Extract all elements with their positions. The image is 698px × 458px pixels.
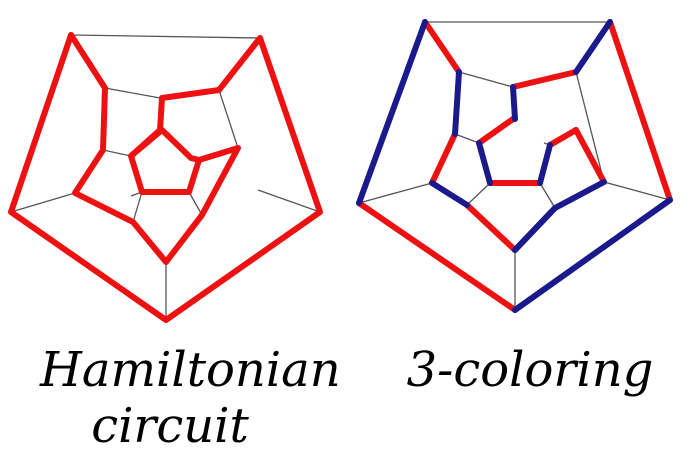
blue-edge [452,69,462,137]
graph-edge [257,189,321,213]
graph-edge [458,71,514,88]
hamiltonian-caption: Hamiltonian circuit [40,342,341,454]
hamiltonian-caption-line1: Hamiltonian [40,342,341,398]
graph-edge [102,149,132,157]
blue-edge [356,19,428,206]
graph-edge [358,182,433,204]
red-edge [476,116,516,146]
hamiltonian-graph [8,32,323,323]
graph-edge [539,182,556,209]
red-edge [422,19,462,75]
graph-edge [188,191,203,216]
red-edge [510,69,579,90]
graph-edge [454,133,480,144]
graph-edge [104,87,161,99]
graph-edge [132,191,143,223]
blue-edge [537,142,553,186]
red-edge [464,202,518,253]
red-edge [547,127,579,148]
red-edge [607,19,673,203]
graph-edge [575,71,605,183]
red-edge [573,127,607,185]
graphs-canvas [8,19,673,323]
graph-edge [70,34,261,39]
blue-edge [552,179,607,211]
graph-edge [10,192,76,213]
blue-edge [510,84,518,122]
blue-edge [512,197,673,313]
graph-edge [603,181,671,201]
red-edge [429,131,458,186]
blue-edge [476,140,493,186]
hamiltonian-caption-line2: circuit [91,398,249,454]
hamiltonian-circuit-path [68,32,241,265]
coloring-caption-line1: 3-coloring [406,342,654,398]
blue-edge [429,180,470,208]
coloring-caption: 3-coloring [380,342,680,398]
red-edge [356,200,518,313]
graph-edge [466,182,491,206]
graph-edge [218,89,239,149]
hamiltonian-circuit-path [8,32,323,323]
coloring-graph [356,19,673,313]
blue-edge [512,205,558,253]
blue-edge [573,19,613,75]
